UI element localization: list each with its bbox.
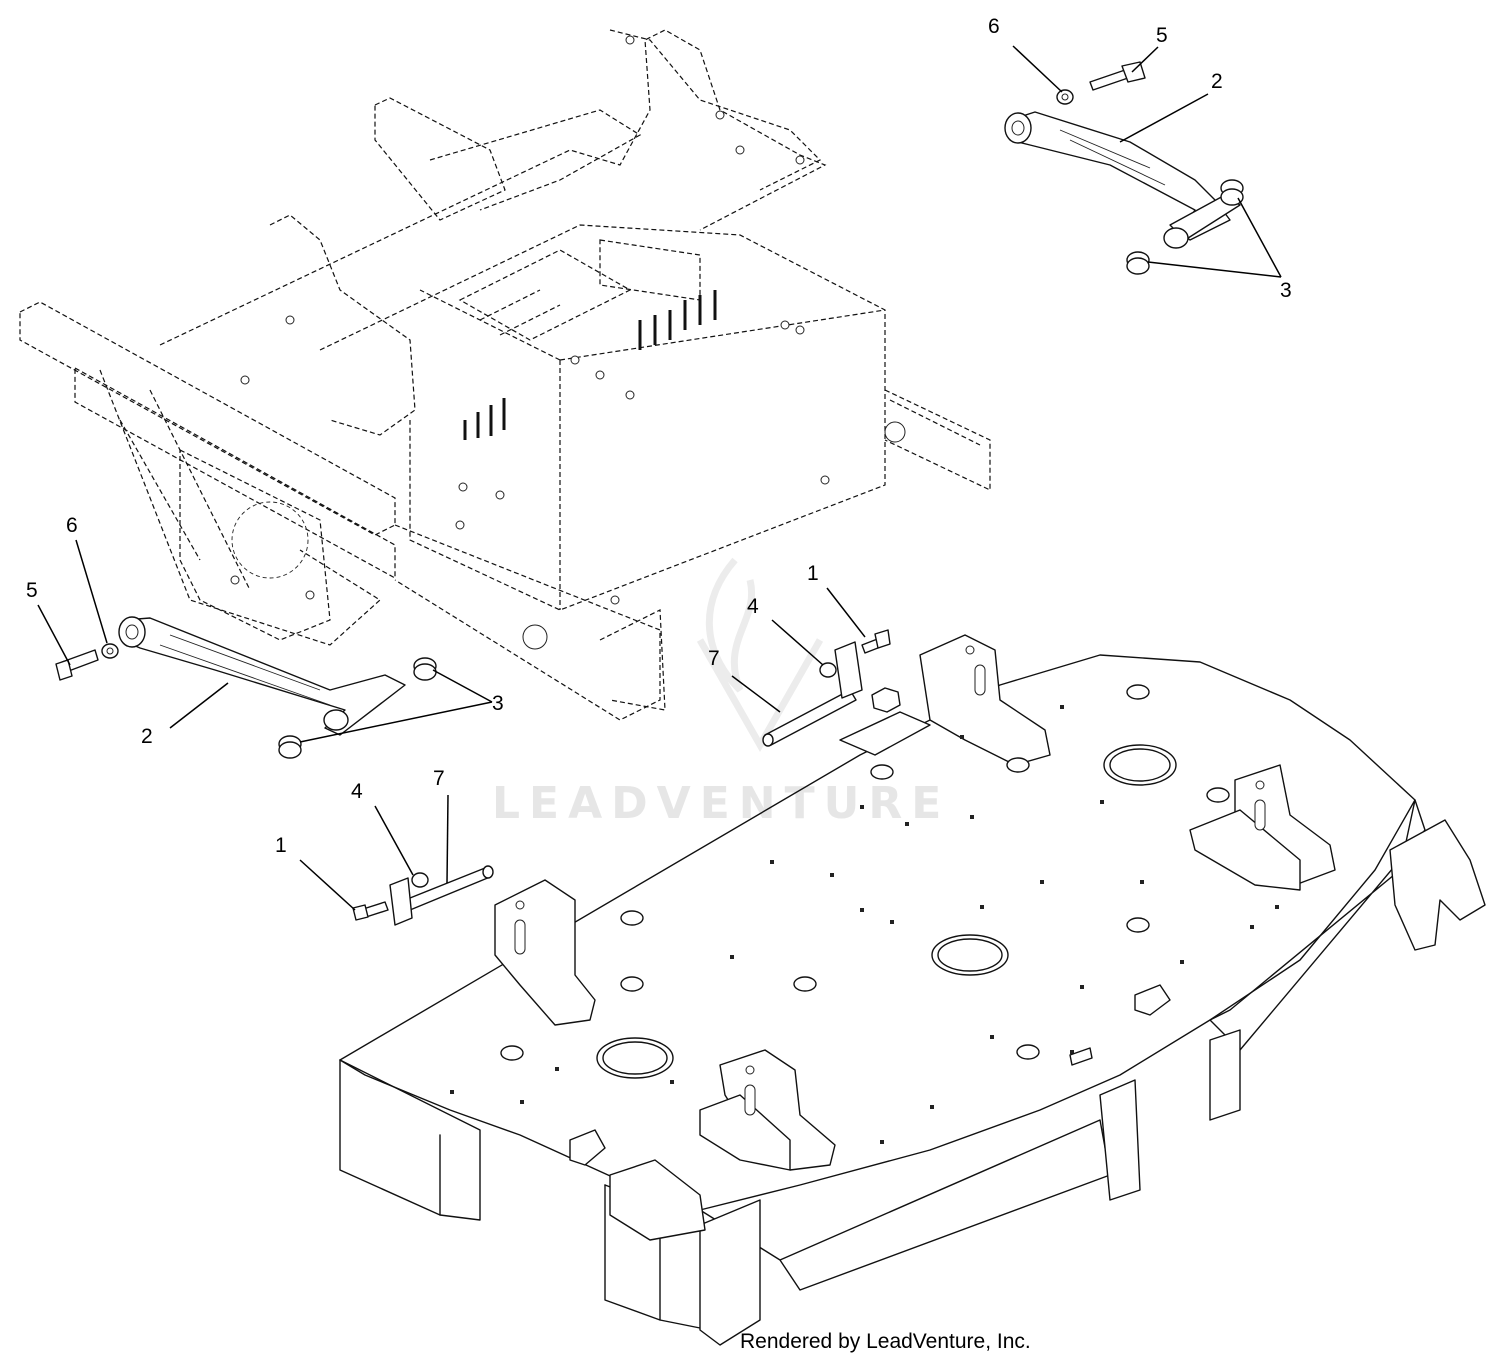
callout-2-left: 2 — [141, 725, 153, 748]
callout-4-mid: 4 — [747, 595, 759, 618]
leader-7-low — [446, 794, 449, 884]
callout-5-top: 5 — [1156, 24, 1168, 47]
footer-credit: Rendered by LeadVenture, Inc. — [740, 1330, 1031, 1353]
callout-1-low: 1 — [275, 834, 287, 857]
callout-6-top: 6 — [988, 15, 1000, 38]
callout-5-left: 5 — [26, 579, 38, 602]
leader-2-left — [169, 682, 229, 729]
leader-7-mid — [731, 675, 781, 713]
leader-3-left-a — [432, 669, 493, 703]
callout-2-top: 2 — [1211, 70, 1223, 93]
callout-1-mid: 1 — [807, 562, 819, 585]
watermark-text: LEADVENTURE — [492, 778, 950, 829]
leader-5-top — [1131, 46, 1159, 73]
leader-4-low — [374, 805, 414, 876]
callouts: 6 5 2 3 6 5 2 3 1 4 7 1 — [26, 15, 1292, 911]
callout-3-left: 3 — [492, 692, 504, 715]
nut-top — [1056, 89, 1074, 105]
callout-7-mid: 7 — [708, 647, 720, 670]
leader-5-left — [37, 604, 71, 666]
callout-6-left: 6 — [66, 514, 78, 537]
leader-1-mid — [826, 587, 866, 638]
leader-6-top — [1012, 45, 1063, 93]
nut-left — [101, 643, 119, 659]
main-frame — [19, 29, 991, 721]
lift-arm-top — [1004, 111, 1241, 249]
callout-7-low: 7 — [433, 767, 445, 790]
bushing-top-1 — [1220, 179, 1244, 206]
mower-deck — [339, 634, 1486, 1346]
bolt-left — [55, 649, 99, 681]
bolt-top — [1089, 61, 1146, 91]
pin-mid — [762, 629, 901, 747]
leader-3-top-b — [1147, 261, 1282, 278]
lift-arm-left — [118, 616, 406, 736]
bushing-left-1 — [413, 657, 437, 681]
bushing-left-2 — [278, 735, 302, 759]
leader-3-top-a — [1237, 197, 1282, 278]
leader-4-mid — [771, 619, 824, 666]
watermark: LEADVENTURE — [492, 557, 950, 829]
leader-2-top — [1119, 93, 1209, 143]
callout-4-low: 4 — [351, 780, 363, 803]
callout-3-top: 3 — [1280, 279, 1292, 302]
watermark-logo-icon — [696, 557, 824, 753]
bushing-top-2 — [1126, 251, 1150, 275]
pin-low — [352, 865, 494, 926]
leader-6-left — [75, 539, 108, 644]
leader-1-low — [299, 859, 356, 911]
leader-3-left-b — [299, 701, 493, 743]
